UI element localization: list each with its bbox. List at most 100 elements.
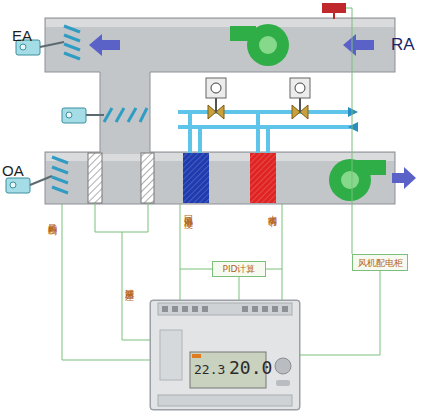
damper-blade — [140, 108, 147, 122]
water-pipe — [256, 112, 260, 153]
damper-actuator — [30, 176, 52, 185]
water-pipe — [178, 125, 352, 129]
controller-body — [272, 306, 278, 312]
duct — [100, 72, 101, 152]
air-arrow — [89, 34, 120, 56]
water-pipe — [178, 110, 352, 114]
duct — [46, 19, 394, 27]
controller-body — [202, 306, 208, 312]
controller-body — [150, 300, 300, 410]
outlet-code: RA — [391, 37, 415, 53]
outlet-code: OA — [2, 163, 24, 179]
damper-blade — [52, 177, 68, 183]
return-sensor — [333, 13, 335, 19]
controller: 22.3 20.0 — [150, 300, 300, 410]
lcd-reading: 20.0 — [229, 359, 272, 377]
damper-actuator — [86, 114, 104, 116]
water-valve — [295, 83, 305, 93]
controller-body — [282, 306, 288, 312]
controller-body — [192, 306, 198, 312]
signal-name: 滤网压差 — [125, 282, 135, 286]
damper-blade — [64, 35, 80, 41]
controller-body — [162, 306, 168, 312]
pid-box: PID计算 — [212, 261, 266, 277]
controller-body — [150, 300, 300, 410]
water-pipe — [198, 127, 202, 153]
damper-blade — [128, 108, 136, 122]
controller-body — [276, 380, 290, 386]
damper-actuator — [6, 178, 30, 193]
controller-body — [275, 358, 291, 374]
water-valve — [299, 98, 301, 112]
fan — [259, 36, 277, 54]
air-arrow — [392, 167, 416, 189]
pipe-arrow — [348, 122, 358, 132]
damper-blade — [64, 53, 80, 59]
damper-actuator — [66, 112, 72, 118]
signal-wire — [62, 204, 150, 360]
controller-body — [158, 303, 292, 315]
duct — [45, 152, 395, 204]
return-sensor — [322, 3, 346, 13]
water-pipe — [178, 112, 352, 153]
lcd-reading: 22.3 — [194, 363, 225, 376]
signal-name: 水阀调节 — [268, 208, 278, 212]
water-valve — [206, 78, 310, 119]
water-valve — [206, 78, 226, 98]
air-arrow — [343, 34, 374, 56]
damper-blade — [104, 108, 112, 122]
water-pipe — [188, 112, 192, 153]
signal-wire — [62, 8, 352, 360]
duct — [150, 72, 151, 152]
water-valve — [211, 83, 221, 93]
water-pipe — [266, 127, 270, 153]
damper-blade — [52, 187, 68, 193]
controller-body — [192, 354, 201, 358]
water-valve — [215, 98, 217, 112]
signal-name: 回风温湿度 — [184, 208, 194, 213]
box-text: PID计算 — [222, 264, 255, 274]
outlet-code: EA — [12, 28, 32, 44]
duct — [45, 18, 395, 72]
return-sensor — [322, 3, 346, 19]
controller-body — [242, 306, 248, 312]
coil — [183, 153, 209, 203]
coil — [183, 153, 276, 203]
filter — [141, 153, 154, 203]
controller-body — [160, 330, 182, 380]
pipe-arrow — [348, 107, 358, 132]
signal-connector — [300, 271, 380, 355]
pipe-arrow — [348, 107, 358, 117]
fan — [329, 159, 371, 201]
panel-box: 风机配电柜 — [352, 254, 408, 271]
duct — [45, 18, 395, 204]
damper-blade — [116, 108, 124, 122]
damper-blade — [52, 157, 68, 163]
controller-body — [158, 395, 292, 406]
damper-actuator — [10, 182, 16, 188]
damper-blade — [64, 26, 80, 32]
filter — [88, 153, 154, 203]
fan — [247, 24, 289, 66]
controller-body — [172, 306, 178, 312]
signal-wire — [282, 204, 283, 300]
filter — [88, 153, 102, 203]
controller-body — [262, 306, 268, 312]
damper-actuator — [40, 42, 64, 47]
damper-actuator — [20, 44, 26, 50]
water-valve — [290, 78, 310, 98]
signal-wire — [95, 203, 150, 340]
fan — [341, 171, 359, 189]
coil — [183, 153, 209, 203]
duct — [100, 71, 150, 154]
damper-blade — [52, 167, 68, 173]
damper-actuator — [62, 108, 86, 123]
signal-wire — [346, 8, 352, 254]
signal-wire — [180, 204, 181, 300]
signal-name: 风阀控制 — [48, 216, 58, 220]
coil — [250, 153, 276, 203]
coil — [250, 153, 276, 203]
